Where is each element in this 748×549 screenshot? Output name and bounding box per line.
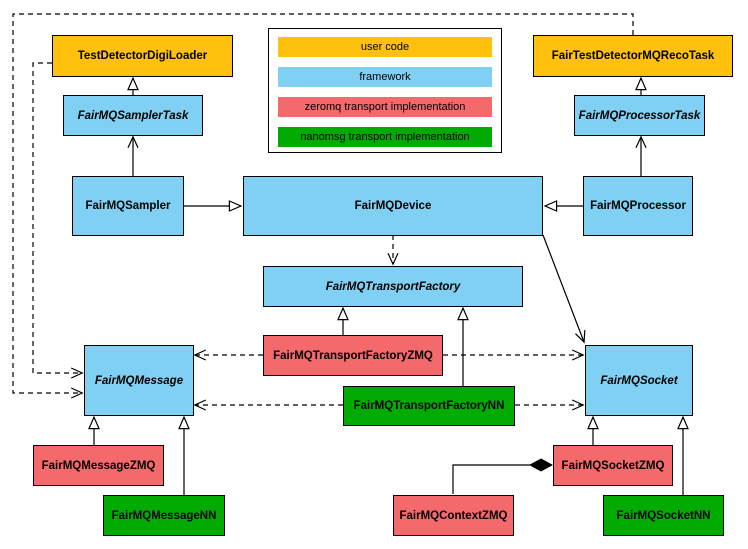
- composition-diamond: [529, 458, 553, 472]
- node-fairmq-processor-task: FairMQProcessorTask: [574, 95, 705, 136]
- node-fair-test-detector-mq-reco-task: FairTestDetectorMQRecoTask: [533, 35, 733, 77]
- legend-swatch-user-code: user code: [278, 37, 492, 57]
- node-fairmq-transport-factory: FairMQTransportFactory: [263, 266, 523, 307]
- node-fairmq-transport-factory-nn: FairMQTransportFactoryNN: [343, 386, 515, 426]
- node-fairmq-socket: FairMQSocket: [585, 345, 693, 416]
- node-fairmq-message-nn: FairMQMessageNN: [103, 495, 225, 536]
- node-fairmq-socket-nn: FairMQSocketNN: [603, 495, 724, 536]
- node-fairmq-sampler-task: FairMQSamplerTask: [63, 95, 203, 136]
- node-test-detector-digi-loader: TestDetectorDigiLoader: [52, 35, 233, 77]
- node-fairmq-processor: FairMQProcessor: [583, 176, 693, 236]
- legend-swatch-framework: framework: [278, 67, 492, 87]
- edge-device-to-socket: [542, 234, 586, 344]
- legend: user code framework zeromq transport imp…: [268, 28, 502, 153]
- edge-recotask-to-message: [12, 13, 634, 399]
- legend-swatch-nanomsg: nanomsg transport implementation: [278, 127, 492, 147]
- node-fairmq-sampler: FairMQSampler: [72, 176, 184, 236]
- node-fairmq-socket-zmq: FairMQSocketZMQ: [553, 445, 673, 486]
- edge-digiloader-to-message: [32, 62, 84, 379]
- node-fairmq-message-zmq: FairMQMessageZMQ: [33, 445, 164, 486]
- node-fairmq-context-zmq: FairMQContextZMQ: [393, 495, 514, 536]
- legend-swatch-zeromq: zeromq transport implementation: [278, 97, 492, 117]
- edge-contextzmq-to-socketzmq: [452, 464, 530, 494]
- node-fairmq-transport-factory-zmq: FairMQTransportFactoryZMQ: [263, 335, 443, 376]
- node-fairmq-message: FairMQMessage: [84, 345, 194, 416]
- node-fairmq-device: FairMQDevice: [243, 176, 543, 236]
